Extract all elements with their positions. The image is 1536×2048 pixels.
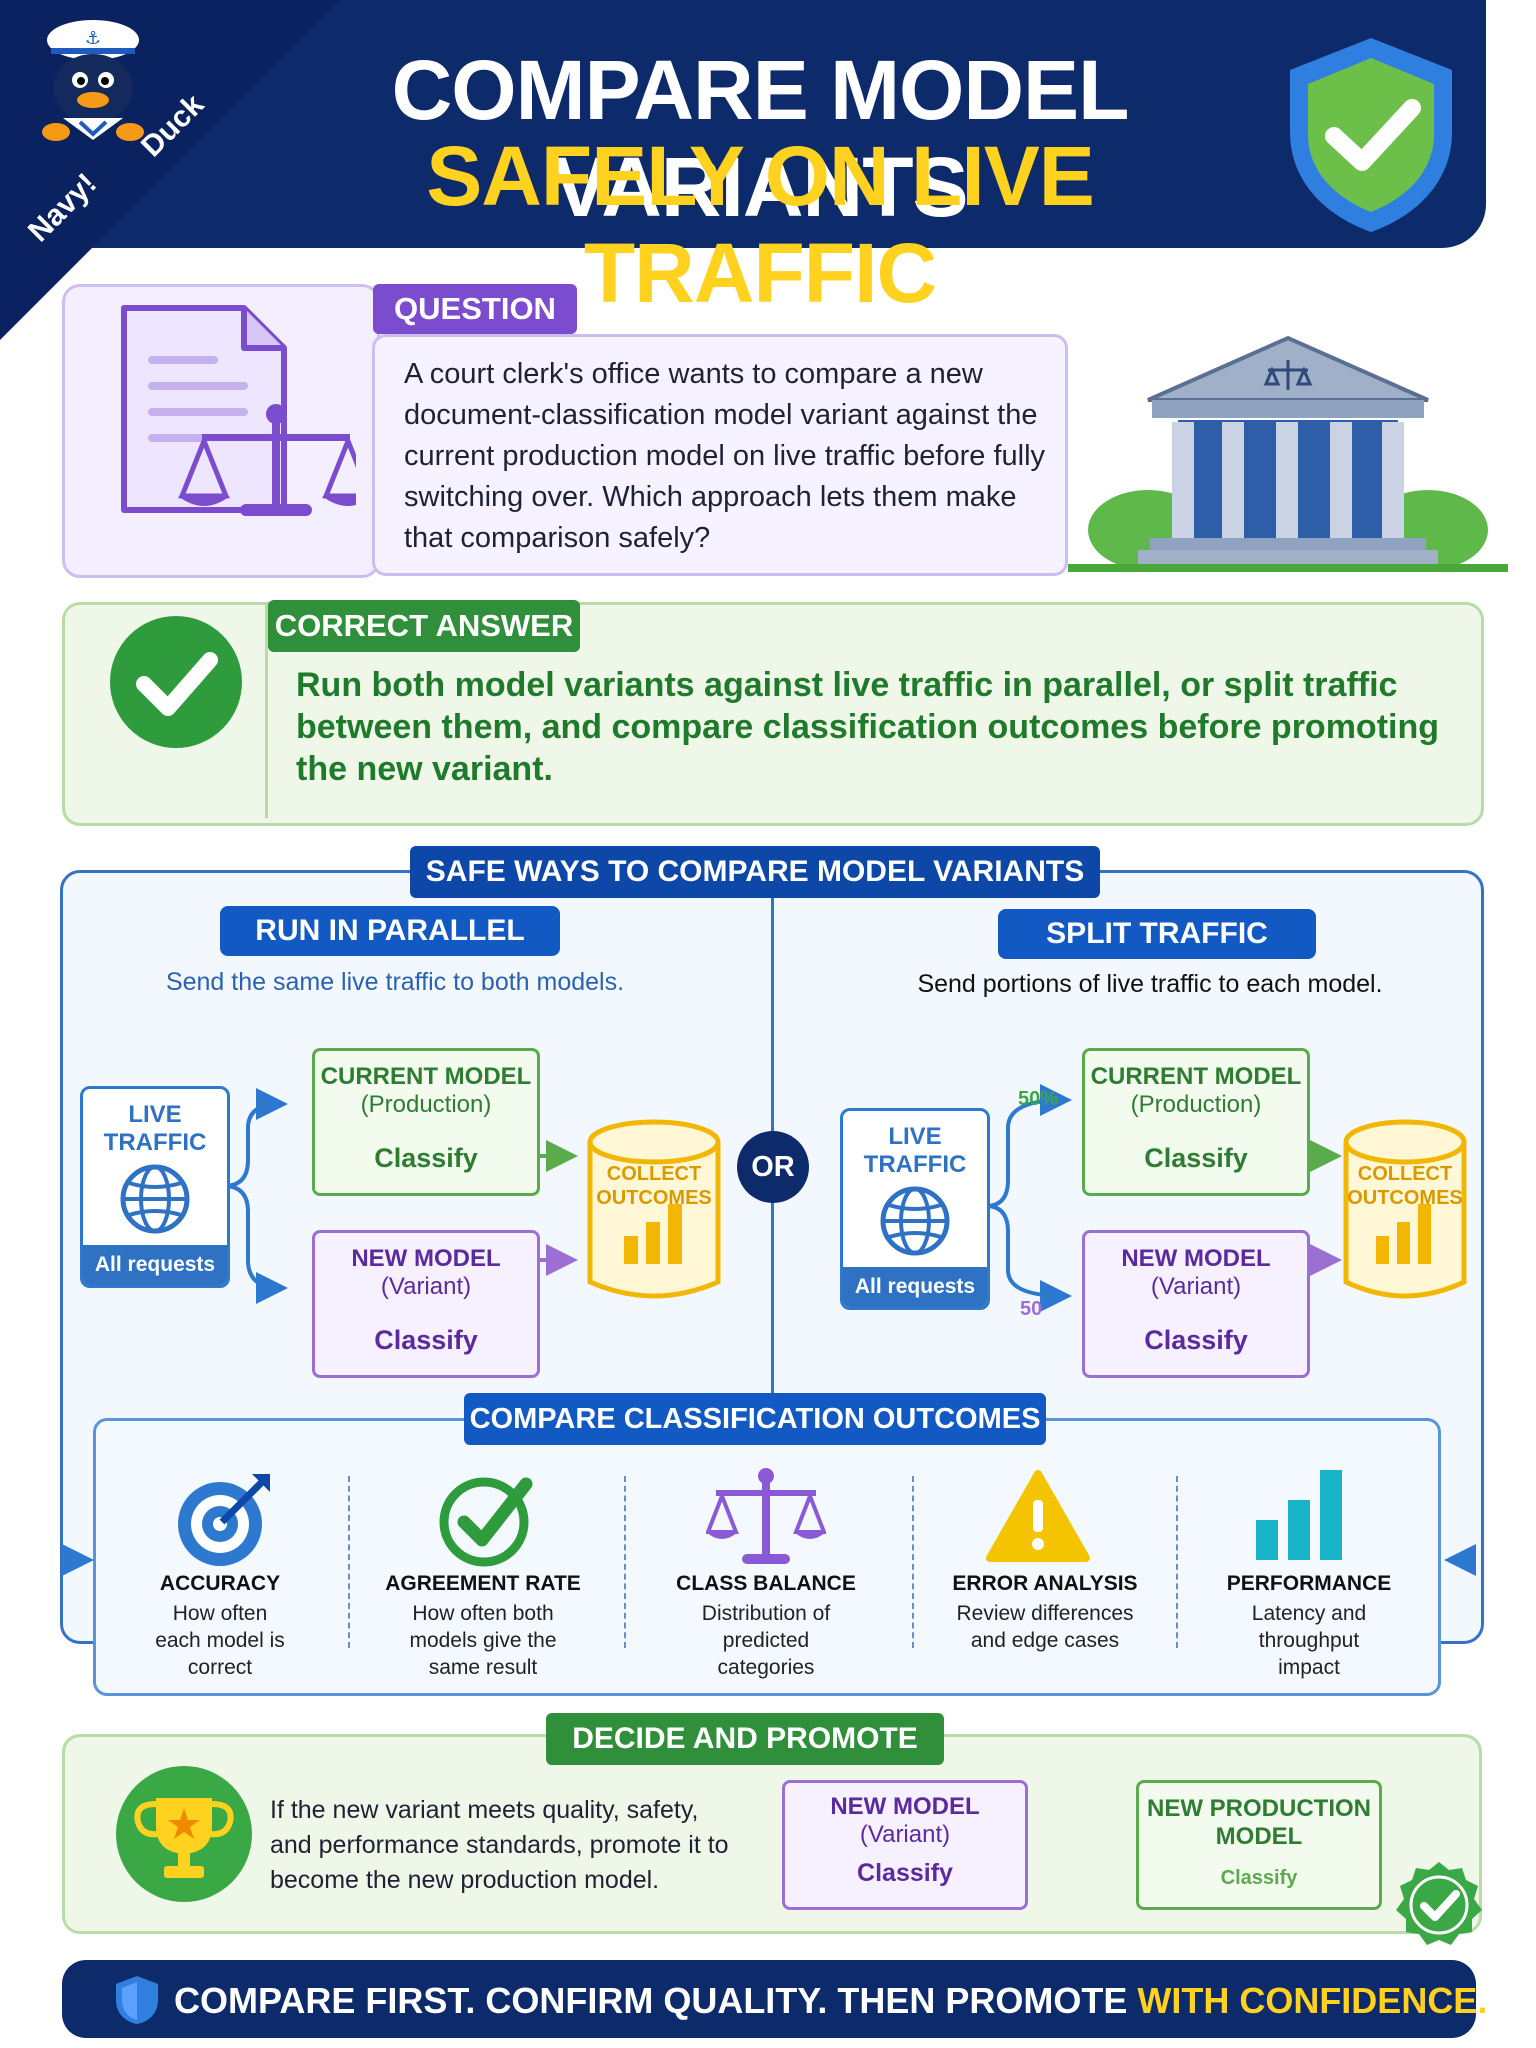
live-traffic-footer: All requests (83, 1245, 227, 1285)
new-model-subtitle: (Variant) (1150, 1273, 1242, 1300)
current-model-title: CURRENT MODEL (320, 1063, 532, 1090)
footer-slogan-highlight: WITH CONFIDENCE. (1137, 1980, 1488, 2021)
page-title-line1: COMPARE MODEL VARIANTS (391, 43, 1130, 234)
live-traffic-title-2: TRAFFIC (103, 1129, 207, 1156)
metric-divider (624, 1476, 626, 1648)
new-production-model-box: NEW PRODUCTION MODEL Classify (1136, 1780, 1382, 1910)
live-traffic-title-1: LIVE (128, 1101, 182, 1128)
question-text: A court clerk's office wants to compare … (404, 358, 1046, 554)
metric-title: AGREEMENT RATE (385, 1572, 581, 1595)
production-model-title-2: MODEL (1215, 1823, 1303, 1850)
shield-check-icon (1290, 38, 1452, 232)
duck-mascot-icon: ⚓ (42, 20, 144, 141)
compare-outcomes-label: COMPARE CLASSIFICATION OUTCOMES (464, 1393, 1046, 1445)
brand-corner (0, 0, 340, 340)
new-model-subtitle: (Variant) (380, 1273, 472, 1300)
question-label: QUESTION (373, 284, 577, 334)
answer-text: Run both model variants against live tra… (296, 666, 1440, 788)
split-live-traffic-card: LIVE TRAFFIC All requests (840, 1108, 990, 1310)
check-circle-icon (110, 616, 242, 748)
metric-title: ERROR ANALYSIS (952, 1572, 1138, 1595)
current-model-subtitle: (Production) (360, 1091, 492, 1118)
split-new-model-box: NEW MODEL (Variant) Classify (1082, 1230, 1310, 1378)
run-in-parallel-description: Send the same live traffic to both model… (165, 968, 625, 996)
collect-outcomes-label-2: OUTCOMES (1347, 1187, 1463, 1209)
current-model-action: Classify (374, 1143, 478, 1173)
split-current-model-box: CURRENT MODEL (Production) Classify (1082, 1048, 1310, 1196)
target-icon (178, 1474, 270, 1566)
document-scales-icon (121, 305, 356, 516)
parallel-current-model-box: CURRENT MODEL (Production) Classify (312, 1048, 540, 1196)
metric-divider (348, 1476, 350, 1648)
current-model-title: CURRENT MODEL (1090, 1063, 1302, 1090)
new-model-action: Classify (857, 1859, 953, 1887)
footer-banner (62, 1960, 1476, 2038)
globe-icon (880, 1186, 950, 1256)
decide-text: If the new variant meets quality, safety… (270, 1796, 729, 1894)
bar-chart-icon (1256, 1470, 1342, 1560)
decide-label: DECIDE AND PROMOTE (546, 1713, 944, 1765)
globe-icon (120, 1164, 190, 1234)
page-title-line2: SAFELY ON LIVE TRAFFIC (426, 129, 1095, 320)
production-model-title-1: NEW PRODUCTION (1147, 1795, 1371, 1822)
collect-outcomes-label-1: COLLECT (1357, 1163, 1453, 1185)
split-traffic-description: Send portions of live traffic to each mo… (917, 970, 1383, 998)
collect-outcomes-label-2: OUTCOMES (596, 1187, 712, 1209)
verified-badge-icon (1396, 1862, 1482, 1945)
warning-icon (986, 1470, 1090, 1562)
safe-ways-label: SAFE WAYS TO COMPARE MODEL VARIANTS (410, 846, 1100, 898)
current-model-action: Classify (1144, 1143, 1248, 1173)
split-bottom-percentage: 50 (1020, 1298, 1043, 1320)
metric-divider (1176, 1476, 1178, 1648)
database-icon (587, 1119, 721, 1299)
live-traffic-title-1: LIVE (888, 1123, 942, 1150)
answer-label: CORRECT ANSWER (268, 600, 580, 652)
trophy-icon (116, 1766, 252, 1902)
run-in-parallel-title: RUN IN PARALLEL (220, 906, 560, 956)
live-traffic-footer: All requests (843, 1267, 987, 1307)
metric-title: ACCURACY (159, 1572, 281, 1595)
collect-outcomes-label-1: COLLECT (606, 1163, 702, 1185)
new-model-title: NEW MODEL (830, 1793, 980, 1820)
question-body (372, 334, 1068, 576)
parallel-live-traffic-card: LIVE TRAFFIC All requests (80, 1086, 230, 1288)
split-traffic-title: SPLIT TRAFFIC (998, 909, 1316, 959)
live-traffic-title-2: TRAFFIC (863, 1151, 967, 1178)
shield-icon (116, 1976, 158, 2024)
footer-slogan-main: COMPARE FIRST. CONFIRM QUALITY. THEN PRO… (174, 1980, 1138, 2021)
new-model-title: NEW MODEL (1121, 1245, 1271, 1272)
parallel-new-model-box: NEW MODEL (Variant) Classify (312, 1230, 540, 1378)
metric-title: CLASS BALANCE (676, 1572, 856, 1595)
new-model-title: NEW MODEL (351, 1245, 501, 1272)
new-model-action: Classify (1144, 1325, 1248, 1355)
new-model-subtitle: (Variant) (859, 1821, 951, 1848)
or-badge: OR (737, 1131, 809, 1203)
answer-divider (265, 604, 268, 818)
decide-new-model-box: NEW MODEL (Variant) Classify (782, 1780, 1028, 1910)
scales-icon (706, 1468, 826, 1564)
production-model-action: Classify (1220, 1867, 1298, 1889)
courthouse-icon (1068, 335, 1508, 572)
check-circle-icon (439, 1477, 533, 1567)
metric-divider (912, 1476, 914, 1648)
split-top-percentage: 50% (1018, 1088, 1059, 1110)
metric-title: PERFORMANCE (1226, 1572, 1392, 1595)
database-icon (1343, 1119, 1467, 1299)
footer-slogan: COMPARE FIRST. CONFIRM QUALITY. THEN PRO… (174, 1980, 1487, 2022)
new-model-action: Classify (374, 1325, 478, 1355)
svg-text:⚓: ⚓ (85, 28, 101, 49)
current-model-subtitle: (Production) (1130, 1091, 1262, 1118)
